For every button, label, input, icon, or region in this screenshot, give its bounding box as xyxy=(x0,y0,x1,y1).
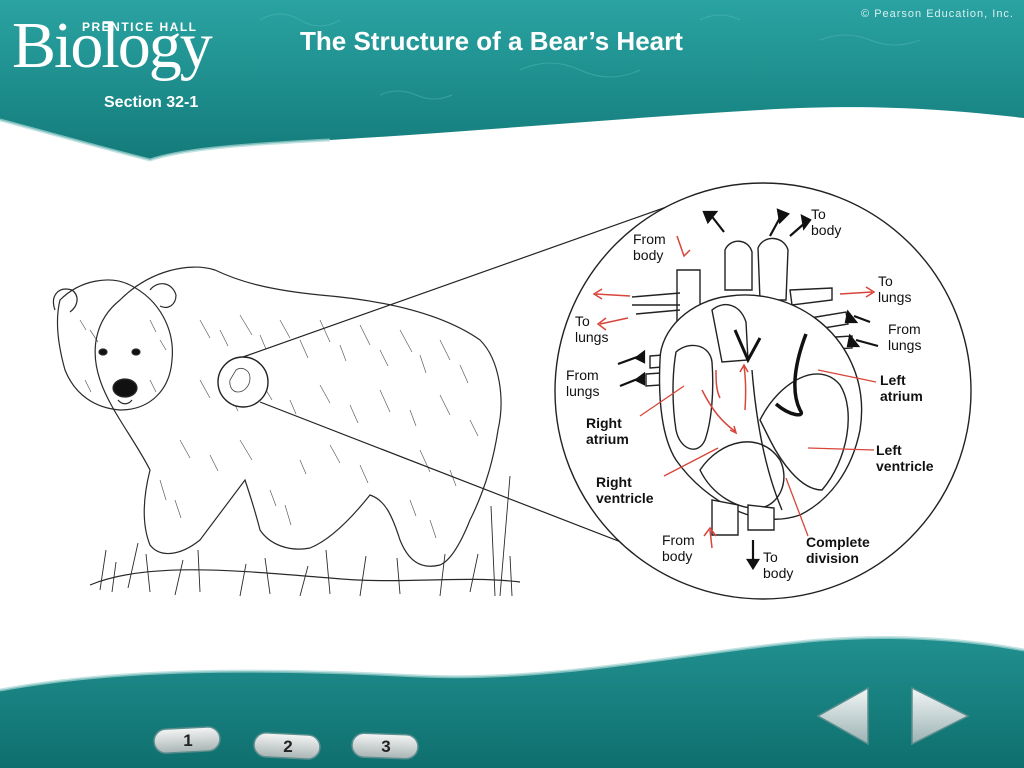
label-to-body-bottom: To body xyxy=(763,549,794,581)
label-right-atrium: Right atrium xyxy=(586,415,629,447)
nav-button-2[interactable]: 2 xyxy=(252,730,324,762)
nav-button-3[interactable]: 3 xyxy=(350,730,422,762)
bear-illustration xyxy=(52,266,521,597)
label-left-ventricle: Left ventricle xyxy=(876,442,934,474)
label-left-atrium: Left atrium xyxy=(880,372,923,404)
heart-illustration xyxy=(631,237,863,536)
prev-slide-button[interactable] xyxy=(816,686,872,746)
label-from-lungs-right: From lungs xyxy=(888,321,922,353)
label-right-ventricle: Right ventricle xyxy=(596,474,654,506)
copyright: © Pearson Education, Inc. xyxy=(861,8,1014,20)
nav-button-3-label: 3 xyxy=(381,737,390,756)
nav-button-1[interactable]: 1 xyxy=(152,724,224,756)
label-from-body-bottom: From body xyxy=(662,532,695,564)
nav-button-1-label: 1 xyxy=(183,731,192,750)
section-label: Section 32-1 xyxy=(104,94,199,111)
label-to-body-top: To body xyxy=(811,206,842,238)
flow-arrows xyxy=(592,208,879,571)
label-to-lungs-right: To lungs xyxy=(878,273,912,305)
label-complete-division: Complete division xyxy=(806,534,870,566)
next-arrow-shape xyxy=(911,686,970,746)
label-from-body-top: From body xyxy=(633,231,666,263)
brand-publisher: PRENTICE HALL xyxy=(82,20,198,34)
next-slide-button[interactable] xyxy=(910,686,970,746)
page-title: The Structure of a Bear’s Heart xyxy=(300,26,683,56)
brand-logo-text: Biology xyxy=(12,9,213,82)
label-to-lungs-left: To lungs xyxy=(575,313,609,345)
label-from-lungs-left: From lungs xyxy=(566,367,600,399)
prev-arrow-shape xyxy=(816,686,869,746)
nav-button-2-label: 2 xyxy=(283,737,292,756)
